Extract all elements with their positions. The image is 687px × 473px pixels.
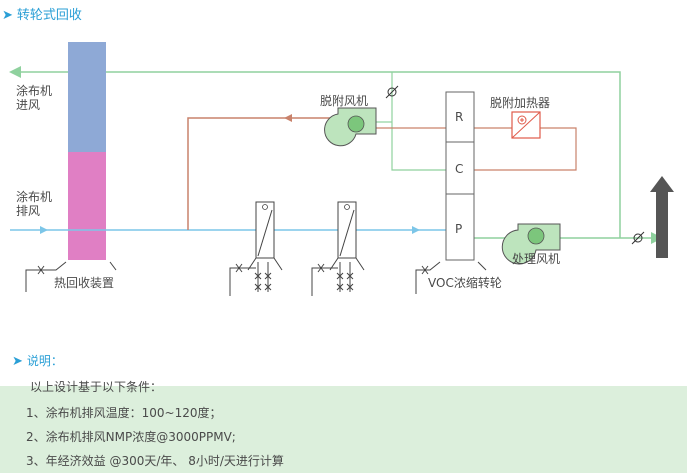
tower-upper xyxy=(68,42,106,152)
heat-recovery-label: 热回收装置 xyxy=(54,276,115,290)
page-title: ➤转轮式回收 xyxy=(2,8,82,23)
process-fan-label: 处理风机 xyxy=(512,252,561,266)
arrow-right-icon: ➤ xyxy=(2,8,13,23)
valve-icon xyxy=(311,262,354,296)
rotor-zone-p xyxy=(445,193,475,261)
rotor-zone-c-label: C xyxy=(455,162,464,176)
process-diagram xyxy=(9,42,674,296)
arrow-right-icon: ➤ xyxy=(12,354,23,369)
notes-item: 3、年经济效益 @300天/年、 8小时/天进行计算 xyxy=(26,454,284,468)
notes-heading: ➤说明： xyxy=(12,354,63,369)
notes-item: 1、涂布机排风温度：100~120度； xyxy=(26,406,222,420)
rotor-zone-c xyxy=(445,141,475,195)
heater-icon xyxy=(511,111,541,139)
notes-item: 2、涂布机排风NMP浓度@3000PPMV; xyxy=(26,430,236,444)
coater-exhaust-label: 涂布机 排风 xyxy=(16,190,53,219)
condenser-unit-1 xyxy=(247,201,283,271)
damper-icon xyxy=(385,85,399,99)
notes-intro: 以上设计基于以下条件： xyxy=(30,380,163,394)
rotor-zone-r xyxy=(445,91,475,143)
desorption-heater-label: 脱附加热器 xyxy=(490,96,551,110)
valve-icon xyxy=(25,261,117,292)
valve-icon xyxy=(229,262,272,296)
fan-icon xyxy=(324,107,377,147)
rotor-zone-p-label: P xyxy=(455,222,463,236)
rotor-label: VOC浓缩转轮 xyxy=(428,276,502,290)
fan-icon xyxy=(501,223,561,265)
tower-lower xyxy=(68,152,106,260)
valve-icon xyxy=(415,261,487,294)
notes-panel: 以上设计基于以下条件： 1、涂布机排风温度：100~120度； 2、涂布机排风N… xyxy=(0,380,687,473)
exhaust-arrow-1 xyxy=(40,226,48,234)
cooling-branch-line xyxy=(391,72,446,171)
stack-arrow-icon xyxy=(650,176,674,258)
rotor-zone-r-label: R xyxy=(455,110,464,124)
desorption-fan-label: 脱附风机 xyxy=(320,94,369,108)
exhaust-arrow-2 xyxy=(412,226,420,234)
desorption-arrow xyxy=(284,114,292,122)
condenser-unit-2 xyxy=(329,201,365,271)
coater-inlet-label: 涂布机 进风 xyxy=(16,84,53,113)
fresh-air-line xyxy=(106,71,621,238)
damper-icon xyxy=(631,231,645,245)
